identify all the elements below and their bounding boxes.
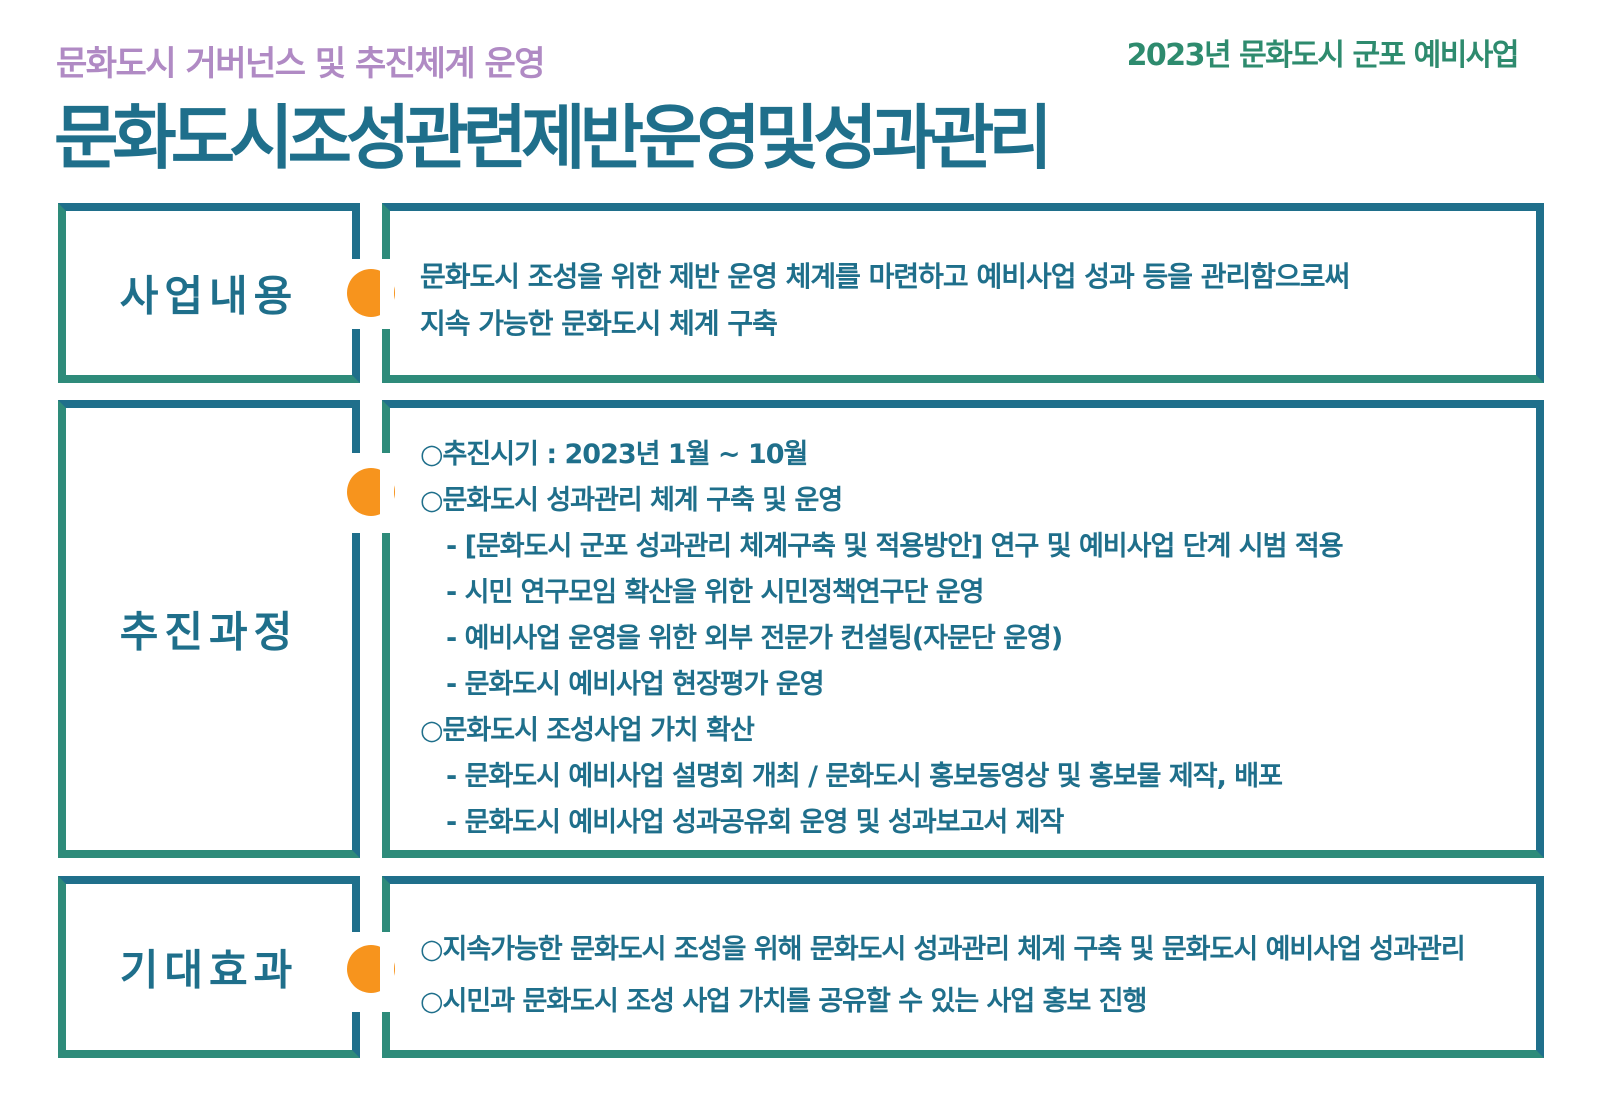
content-line: ○시민과 문화도시 조성 사업 가치를 공유할 수 있는 사업 홍보 진행 (420, 986, 1147, 1017)
content-line: ○추진시기 : 2023년 1월 ~ 10월 (420, 439, 808, 470)
content-line: ○문화도시 조성사업 가치 확산 (420, 715, 755, 746)
section-content-box-process: ○추진시기 : 2023년 1월 ~ 10월 ○문화도시 성과관리 체계 구축 … (380, 400, 1544, 858)
content-line: - 문화도시 예비사업 현장평가 운영 (446, 669, 825, 700)
content-line: - 문화도시 예비사업 성과공유회 운영 및 성과보고서 제작 (446, 807, 1064, 838)
content-line: ○문화도시 성과관리 체계 구축 및 운영 (420, 485, 843, 516)
section-content-box-business: 문화도시 조성을 위한 제반 운영 체계를 마련하고 예비사업 성과 등을 관리… (380, 203, 1544, 383)
section-label-process: 추진과정 (119, 607, 299, 657)
section-label-effect: 기대효과 (119, 945, 299, 995)
section-content-box-effect: ○지속가능한 문화도시 조성을 위해 문화도시 성과관리 체계 구축 및 문화도… (380, 876, 1544, 1058)
content-line: ○지속가능한 문화도시 조성을 위해 문화도시 성과관리 체계 구축 및 문화도… (420, 934, 1466, 965)
page-tag: 2023년 문화도시 군포 예비사업 (1126, 38, 1520, 73)
page-subtitle: 문화도시 거버넌스 및 추진체계 운영 (56, 44, 546, 84)
section-label-box-business: 사업내용 (58, 203, 362, 383)
content-line: - 문화도시 예비사업 설명회 개최 / 문화도시 홍보동영상 및 홍보물 제작… (446, 761, 1283, 792)
section-label-box-effect: 기대효과 (58, 876, 362, 1058)
content-line: - 예비사업 운영을 위한 외부 전문가 컨설팅(자문단 운영) (446, 623, 1063, 654)
content-line: - 시민 연구모임 확산을 위한 시민정책연구단 운영 (446, 577, 984, 608)
content-line: - [문화도시 군포 성과관리 체계구축 및 적용방안] 연구 및 예비사업 단… (446, 531, 1344, 562)
content-line: 문화도시 조성을 위한 제반 운영 체계를 마련하고 예비사업 성과 등을 관리… (420, 260, 1350, 293)
section-label-box-process: 추진과정 (58, 400, 362, 858)
page-title: 문화도시조성관련제반운영및성과관리 (54, 97, 1053, 179)
content-line: 지속 가능한 문화도시 체계 구축 (420, 307, 778, 340)
section-label-business: 사업내용 (119, 271, 299, 321)
